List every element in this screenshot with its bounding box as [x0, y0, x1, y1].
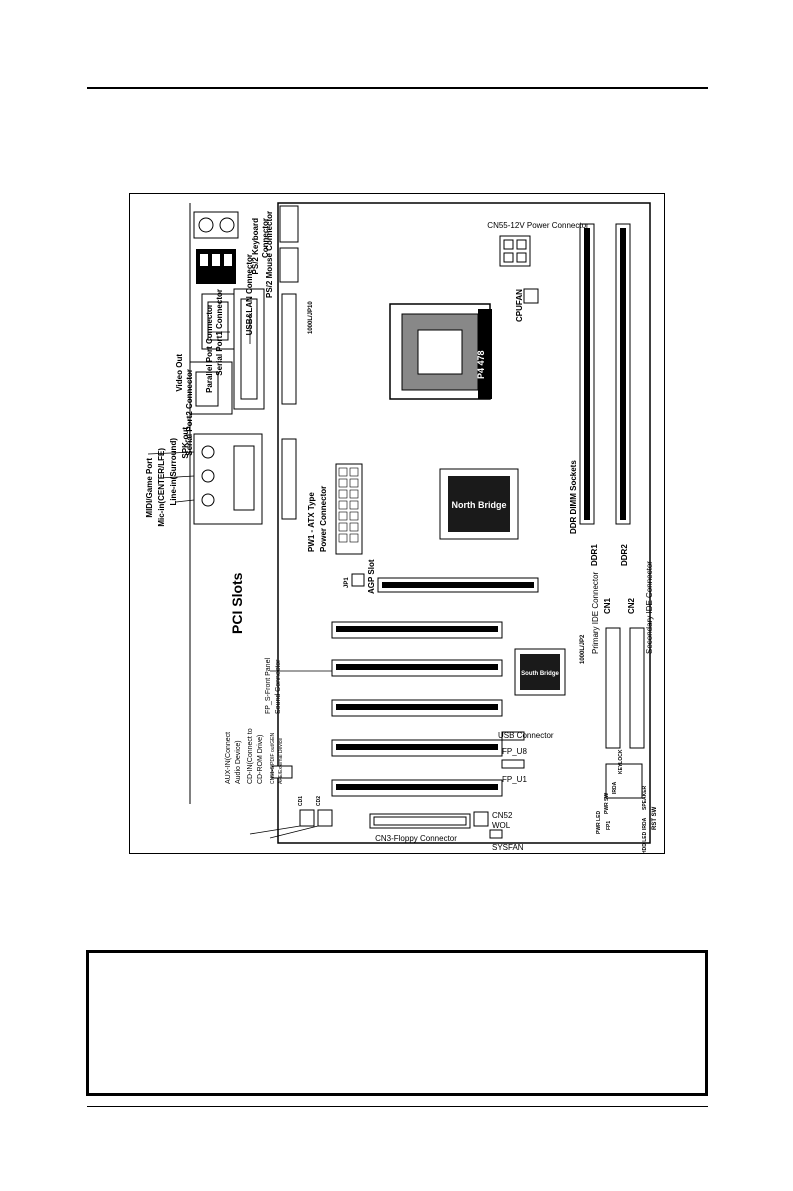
sysfan-header — [489, 829, 503, 839]
label-fp1: FP1 — [606, 821, 612, 830]
motherboard-layout-diagram: PS/2 Keyboard Connector PS/2 Mouse Conne… — [129, 193, 665, 854]
ide-connectors — [605, 627, 645, 749]
label-hdd-led: HDD LED — [642, 831, 648, 854]
label-video-out: Video Out — [175, 354, 184, 392]
label-rst-sw: RST SW — [652, 806, 658, 830]
jp1-jumper — [351, 573, 365, 587]
label-jp2: 1000L/JP2 — [580, 634, 586, 664]
label-primary-ide: Primary IDE Connector — [591, 571, 600, 654]
cpu-socket — [389, 303, 492, 400]
pci-slots — [331, 621, 503, 797]
label-ps2-keyboard-2: Connector — [261, 218, 270, 258]
cpu-power-connector — [499, 235, 531, 267]
diagram-labels: PS/2 Keyboard Connector PS/2 Mouse Conne… — [145, 211, 658, 854]
leader-lines — [147, 314, 332, 839]
ddr-slots — [579, 223, 631, 525]
fp-u1-header — [501, 759, 525, 769]
floppy-connector — [369, 813, 471, 829]
label-cd2: CD2 — [316, 796, 322, 806]
label-ddr-sockets: DDR DIMM Sockets — [569, 460, 578, 534]
label-ps2-keyboard: PS/2 Keyboard — [251, 218, 260, 275]
label-midi: MIDI/Game Port — [145, 458, 154, 518]
label-aux-b: Audio Device) — [235, 740, 242, 784]
label-pwr-led: PWR LED — [596, 811, 602, 834]
label-ps2-mouse: PS/2 Mouse Connector — [265, 211, 274, 298]
label-cd-b: CD-ROM Drive) — [257, 735, 264, 784]
label-sysfan: SYSFAN — [492, 843, 524, 852]
label-parallel: Parallel Port Connector — [205, 304, 214, 393]
label-serial2: Serial Port2 Connector — [185, 369, 194, 456]
label-wol: WOL — [492, 821, 511, 830]
label-pw1-b: Power Connector — [319, 486, 328, 552]
label-cd-a: CD-IN(Connect to — [247, 728, 254, 784]
label-usb-lan: USB&LAN Connector — [245, 254, 254, 335]
fp-s-header — [271, 765, 293, 779]
label-line-in: Line-in(Surround) — [169, 438, 178, 506]
label-mic-in: Mic-in(CENTER/LFE) — [157, 448, 166, 527]
motherboard-svg: PS/2 Keyboard Connector PS/2 Mouse Conne… — [145, 202, 658, 854]
label-cn1: CN1 — [603, 597, 612, 614]
cd2-header — [317, 809, 333, 827]
label-north-bridge: North Bridge — [452, 500, 507, 510]
serial-port-1 — [201, 293, 235, 350]
label-cd1: CD1 — [298, 796, 304, 806]
parallel-header — [281, 293, 297, 405]
label-agp: AGP Slot — [367, 559, 376, 594]
label-cn2: CN2 — [627, 597, 636, 614]
board-outline — [277, 202, 651, 844]
label-usb-connector: USB Connector — [498, 731, 554, 740]
label-fp-s-a: FP_S-Front Panel — [265, 658, 272, 714]
label-speaker: SPEAKER — [642, 785, 648, 810]
label-jp1: JP1 — [344, 577, 350, 588]
audio-midi-ports — [193, 433, 263, 525]
fp-u8-header — [501, 731, 525, 741]
label-keylock: KEYLOCK — [618, 749, 624, 774]
cd1-header — [299, 809, 315, 827]
usb-lan-ports — [196, 249, 236, 284]
label-pw1-a: PW1 - ATX Type — [307, 492, 316, 552]
cn52-wol-header — [473, 811, 489, 827]
ps2-ports — [193, 211, 239, 239]
south-bridge-chip — [514, 648, 566, 696]
label-spk-out: SPK-out — [181, 427, 190, 459]
note-box — [86, 950, 708, 1096]
label-ddr2: DDR2 — [620, 544, 629, 566]
header-block-a — [279, 205, 299, 243]
label-aux-a: AUX-IN(Connect — [225, 732, 232, 784]
label-pci: PCI Slots — [229, 572, 245, 634]
fp1-header — [605, 763, 643, 799]
label-cpufan: CPUFAN — [515, 289, 524, 322]
label-floppy: CN3-Floppy Connector — [375, 834, 457, 843]
north-bridge-chip — [439, 468, 519, 540]
atx-power-connector — [335, 463, 363, 555]
label-secondary-ide: Secondary IDE Connector — [645, 561, 654, 654]
label-pin1: 1 — [604, 794, 608, 800]
label-cn52: CN52 — [492, 811, 513, 820]
label-serial1: Serial Port1 Connector — [215, 289, 224, 376]
label-irda: IRDA — [612, 781, 618, 794]
label-jp10: 1000L/JP10 — [308, 301, 314, 334]
parallel-port — [233, 288, 265, 410]
header-rule — [87, 87, 708, 89]
label-cpu-power: CN55-12V Power Connector — [487, 221, 589, 230]
video-serial-2 — [189, 361, 233, 415]
label-ddr1: DDR1 — [590, 544, 599, 566]
label-pwr-sw: PWR SW — [604, 793, 610, 814]
label-cn51: CN51-S/PDIF out/GEN — [270, 732, 276, 784]
label-cpu-mark: P4 478 — [476, 350, 486, 379]
label-south-bridge: South Bridge — [521, 671, 559, 677]
label-fp-u1: FP_U1 — [502, 775, 527, 784]
serial-header — [281, 438, 297, 520]
label-fp-s-b: Sound Connector — [275, 659, 282, 714]
label-fp-u8: FP_U8 — [502, 747, 527, 756]
header-block-b — [279, 247, 299, 283]
agp-slot — [377, 577, 539, 593]
label-irda2: IRDA — [642, 817, 648, 830]
footer-rule — [87, 1106, 708, 1107]
label-cn51b: AFE/External Device — [278, 738, 284, 784]
cpufan-header — [523, 288, 539, 304]
